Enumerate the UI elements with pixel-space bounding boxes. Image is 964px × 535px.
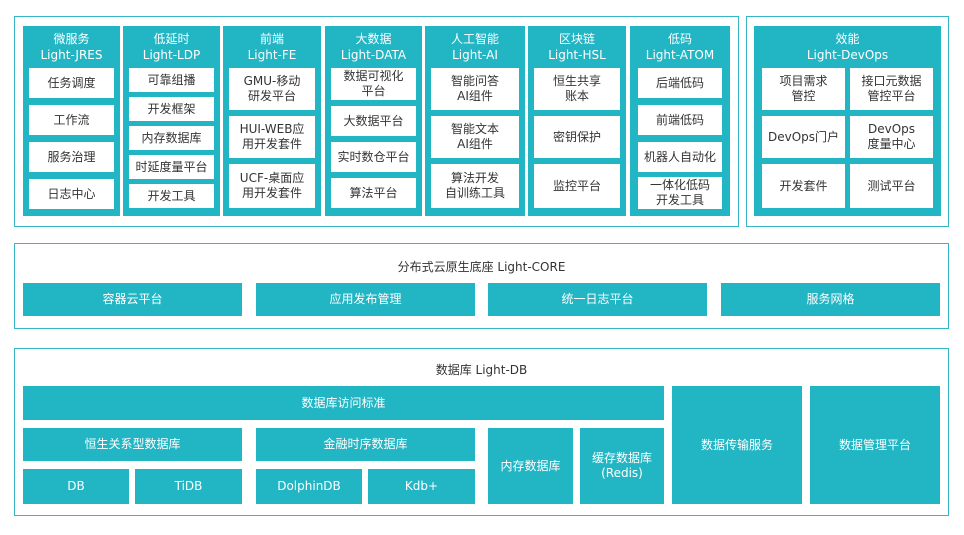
column-jres: 微服务 Light-JRES 任务调度 工作流 服务治理 日志中心	[23, 26, 120, 216]
column-title: 低延时	[153, 32, 190, 46]
column-subtitle: Light-LDP	[142, 48, 201, 62]
item-smart-qa[interactable]: 智能问答 AI组件	[431, 68, 519, 110]
item-data-visualization[interactable]: 数据可视化 平台	[331, 68, 416, 100]
db-management-platform[interactable]: 数据管理平台	[810, 386, 940, 504]
item-memory-database[interactable]: 内存数据库	[129, 126, 214, 150]
column-fe: 前端 Light-FE GMU-移动 研发平台 HUI-WEB应 用开发套件 U…	[223, 26, 321, 216]
item-interface-metadata[interactable]: 接口元数据 管控平台	[850, 68, 933, 110]
column-subtitle: Light-DevOps	[806, 48, 889, 62]
db-relational-tidb[interactable]: TiDB	[135, 469, 242, 504]
column-title: 效能	[835, 32, 860, 46]
item-service-governance[interactable]: 服务治理	[29, 142, 114, 172]
column-subtitle: Light-AI	[452, 48, 498, 62]
column-atom: 低码 Light-ATOM 后端低码 前端低码 机器人自动化 一体化低码 开发工…	[630, 26, 730, 216]
item-reliable-multicast[interactable]: 可靠组播	[129, 68, 214, 92]
db-title: 数据库 Light-DB	[435, 363, 528, 377]
column-subtitle: Light-DATA	[340, 48, 407, 62]
item-dev-tools[interactable]: 开发工具	[129, 184, 214, 208]
item-log-center[interactable]: 日志中心	[29, 179, 114, 209]
column-title: 低码	[667, 32, 692, 46]
column-devops: 效能 Light-DevOps 项目需求 管控 接口元数据 管控平台 DevOp…	[754, 26, 941, 216]
core-unified-log[interactable]: 统一日志平台	[488, 283, 707, 316]
item-robot-automation[interactable]: 机器人自动化	[638, 142, 722, 172]
column-subtitle: Light-HSL	[548, 48, 606, 62]
item-integrated-lowcode[interactable]: 一体化低码 开发工具	[638, 177, 722, 209]
db-relational[interactable]: 恒生关系型数据库	[23, 428, 242, 461]
item-realtime-warehouse[interactable]: 实时数仓平台	[331, 142, 416, 172]
column-title: 人工智能	[450, 32, 499, 46]
item-algorithm-platform[interactable]: 算法平台	[331, 178, 416, 208]
column-title: 微服务	[53, 32, 90, 46]
item-bigdata-platform[interactable]: 大数据平台	[331, 106, 416, 136]
core-app-release[interactable]: 应用发布管理	[256, 283, 475, 316]
db-memory[interactable]: 内存数据库	[488, 428, 573, 504]
item-devops-portal[interactable]: DevOps门户	[762, 116, 845, 158]
core-container-cloud[interactable]: 容器云平台	[23, 283, 242, 316]
item-requirement-control[interactable]: 项目需求 管控	[762, 68, 845, 110]
item-backend-lowcode[interactable]: 后端低码	[638, 68, 722, 98]
item-hui-web[interactable]: HUI-WEB应 用开发套件	[229, 116, 315, 158]
column-subtitle: Light-JRES	[40, 48, 103, 62]
item-smart-text[interactable]: 智能文本 AI组件	[431, 116, 519, 158]
item-test-platform[interactable]: 测试平台	[850, 164, 933, 208]
db-timeseries-kdb[interactable]: Kdb+	[368, 469, 475, 504]
db-access-standard[interactable]: 数据库访问标准	[23, 386, 664, 420]
item-dev-kit[interactable]: 开发套件	[762, 164, 845, 208]
item-gmu[interactable]: GMU-移动 研发平台	[229, 68, 315, 110]
item-shared-ledger[interactable]: 恒生共享 账本	[534, 68, 620, 110]
item-key-protection[interactable]: 密钥保护	[534, 116, 620, 158]
item-dev-framework[interactable]: 开发框架	[129, 97, 214, 121]
core-title: 分布式云原生底座 Light-CORE	[397, 260, 566, 274]
db-cache-redis[interactable]: 缓存数据库 (Redis)	[580, 428, 664, 504]
db-relational-db[interactable]: DB	[23, 469, 129, 504]
core-service-mesh[interactable]: 服务网格	[721, 283, 940, 316]
column-ai: 人工智能 Light-AI 智能问答 AI组件 智能文本 AI组件 算法开发 自…	[425, 26, 525, 216]
item-monitor-platform[interactable]: 监控平台	[534, 164, 620, 208]
item-algo-training[interactable]: 算法开发 自训练工具	[431, 164, 519, 208]
column-hsl: 区块链 Light-HSL 恒生共享 账本 密钥保护 监控平台	[528, 26, 626, 216]
db-timeseries-dolphindb[interactable]: DolphinDB	[256, 469, 362, 504]
column-subtitle: Light-ATOM	[645, 48, 715, 62]
column-title: 大数据	[355, 32, 392, 46]
item-devops-metrics[interactable]: DevOps 度量中心	[850, 116, 933, 158]
column-title: 区块链	[558, 32, 595, 46]
column-ldp: 低延时 Light-LDP 可靠组播 开发框架 内存数据库 时延度量平台 开发工…	[123, 26, 220, 216]
column-data: 大数据 Light-DATA 数据可视化 平台 大数据平台 实时数仓平台 算法平…	[325, 26, 422, 216]
item-ucf-desktop[interactable]: UCF-桌面应 用开发套件	[229, 164, 315, 208]
item-workflow[interactable]: 工作流	[29, 105, 114, 135]
db-transfer-service[interactable]: 数据传输服务	[672, 386, 802, 504]
column-title: 前端	[259, 32, 284, 46]
column-subtitle: Light-FE	[247, 48, 297, 62]
item-frontend-lowcode[interactable]: 前端低码	[638, 105, 722, 135]
db-timeseries[interactable]: 金融时序数据库	[256, 428, 475, 461]
item-latency-platform[interactable]: 时延度量平台	[129, 155, 214, 179]
item-task-scheduling[interactable]: 任务调度	[29, 68, 114, 98]
